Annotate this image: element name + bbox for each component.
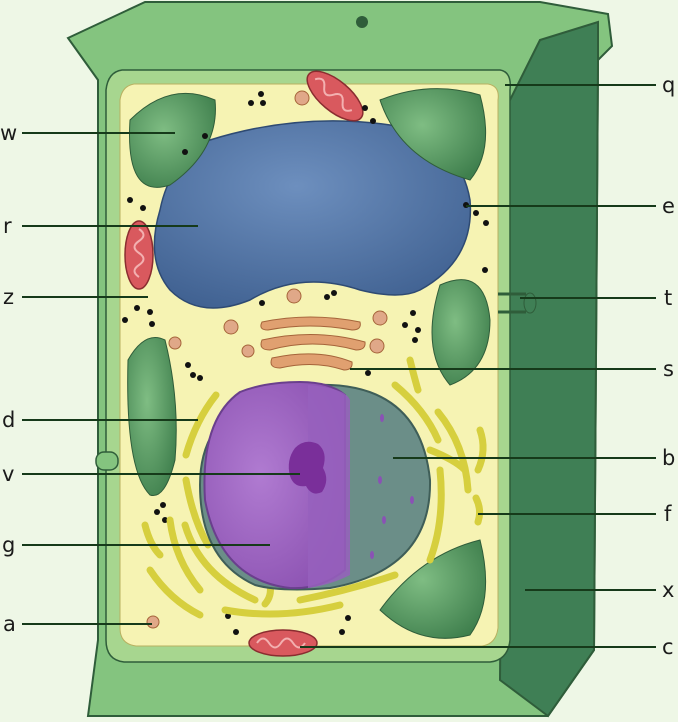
- golgi-apparatus: [260, 316, 366, 371]
- label-d: d: [2, 408, 16, 432]
- label-q: q: [662, 73, 676, 97]
- label-b: b: [662, 446, 676, 470]
- leader-lines: [22, 84, 656, 648]
- label-e: e: [662, 194, 675, 218]
- label-a: a: [3, 612, 16, 636]
- chloroplast: [129, 92, 216, 188]
- label-r: r: [3, 214, 12, 238]
- label-z: z: [3, 285, 15, 309]
- plasmodesma-left: [95, 451, 119, 471]
- plasmodesma-right: [498, 292, 526, 314]
- endoplasmic-reticulum: [141, 356, 487, 619]
- nuclear-pores: [370, 414, 414, 559]
- label-t: t: [664, 286, 673, 310]
- label-x: x: [662, 578, 675, 602]
- label-c: c: [662, 635, 674, 659]
- pit-marker: [523, 292, 537, 314]
- ribosomes: [122, 91, 489, 635]
- label-v: v: [2, 462, 15, 486]
- chloroplast: [379, 539, 487, 639]
- chloroplast: [379, 88, 487, 181]
- mitochondrion: [248, 629, 318, 657]
- top-spot: [356, 16, 368, 28]
- label-w: w: [0, 121, 18, 145]
- vesicles: [146, 90, 388, 629]
- nucleus: [198, 380, 432, 591]
- nucleus-shade: [308, 385, 350, 588]
- mitochondrion: [124, 220, 154, 290]
- mitochondrion: [306, 70, 364, 122]
- label-s: s: [663, 357, 674, 381]
- chloroplast: [127, 337, 177, 497]
- vacuole: [153, 120, 472, 309]
- label-f: f: [664, 502, 672, 526]
- label-g: g: [2, 533, 16, 557]
- nucleolus: [288, 441, 327, 494]
- chloroplast: [431, 279, 491, 386]
